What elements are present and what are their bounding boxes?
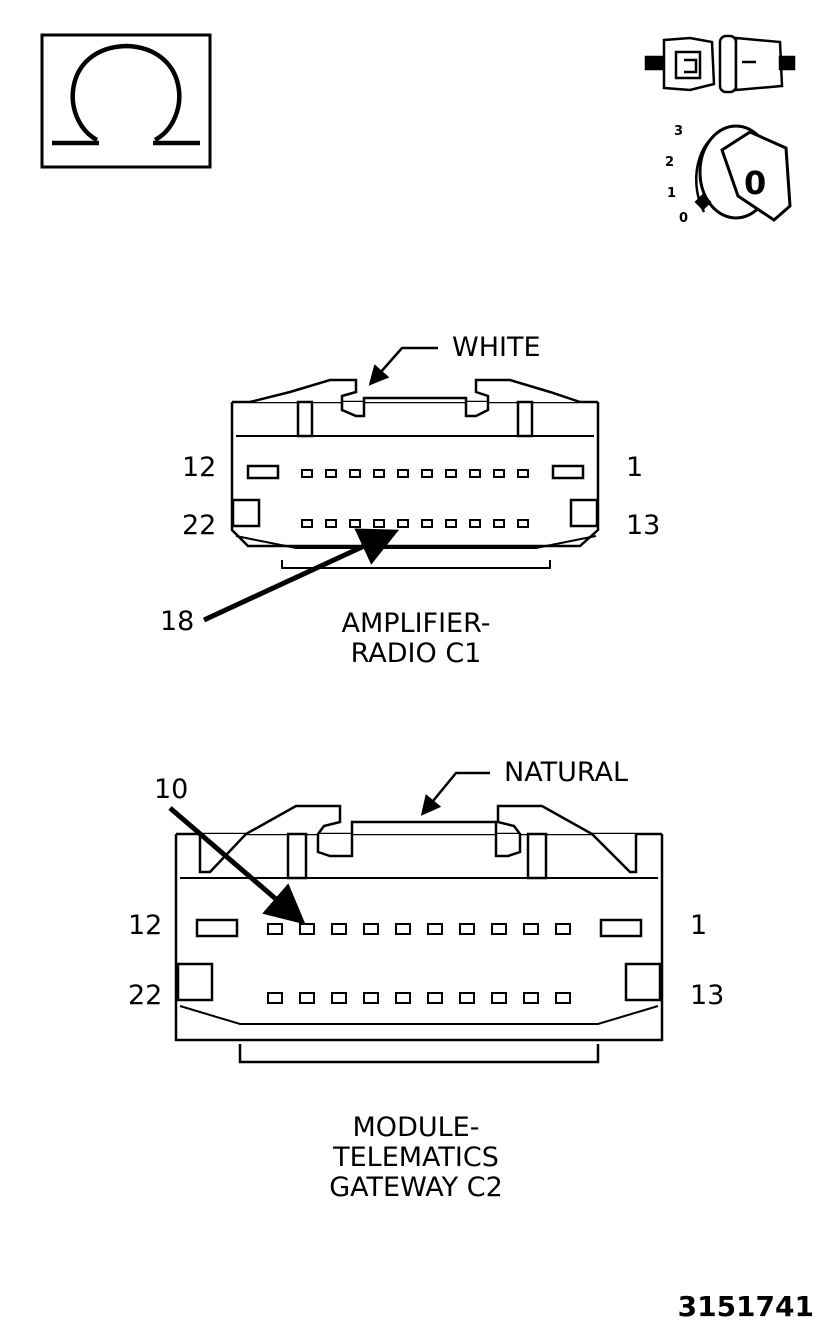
connector-c2-name-line3: GATEWAY C2 bbox=[329, 1172, 503, 1203]
connector-c1-name-line2: RADIO C1 bbox=[351, 638, 482, 669]
connector-c2-bottom-cavities bbox=[267, 992, 571, 1004]
connector-c2-pin-pointer bbox=[168, 806, 306, 925]
connector-c1-color-leader bbox=[368, 346, 438, 386]
connector-c1-pin-12-label: 12 bbox=[182, 452, 216, 483]
connector-c1-name-line1: AMPLIFIER- bbox=[341, 608, 490, 639]
connector-c1-pin-13-label: 13 bbox=[626, 510, 660, 541]
connector-c1-top-cavities bbox=[301, 469, 529, 478]
connector-c2-pin-12-label: 12 bbox=[128, 910, 162, 941]
ignition-switch-icon: 3 2 1 0 0 bbox=[665, 124, 792, 226]
svg-text:3: 3 bbox=[674, 124, 683, 139]
connector-c2-color-leader bbox=[420, 771, 490, 816]
connector-c2-pointer-label: 10 bbox=[154, 774, 188, 805]
svg-text:2: 2 bbox=[665, 155, 674, 170]
connector-c2-top-cavities bbox=[267, 923, 571, 935]
connector-c1-bottom-cavities bbox=[301, 519, 529, 528]
connector-c1-body bbox=[230, 402, 600, 548]
disconnected-connector-icon bbox=[644, 34, 796, 94]
connector-c1 bbox=[202, 346, 600, 623]
connector-c2-pin-22-label: 22 bbox=[128, 980, 162, 1011]
ohmmeter-icon bbox=[40, 33, 212, 169]
connector-c1-pointer-label: 18 bbox=[160, 606, 194, 637]
connector-c1-color-label: WHITE bbox=[452, 332, 541, 363]
connector-c2-body bbox=[174, 834, 664, 1042]
connector-c2-name-line1: MODULE- bbox=[353, 1112, 480, 1143]
connector-c2-pin-13-label: 13 bbox=[690, 980, 724, 1011]
connector-c2-name-line2: TELEMATICS bbox=[332, 1142, 499, 1173]
connector-c2-pin-1-label: 1 bbox=[690, 910, 707, 941]
connector-c1-pin-pointer bbox=[202, 528, 400, 623]
figure-number: 3151741 bbox=[678, 1290, 814, 1323]
connector-c1-pin-1-label: 1 bbox=[626, 452, 643, 483]
connector-c2 bbox=[168, 771, 664, 1064]
svg-text:1: 1 bbox=[667, 186, 676, 201]
svg-text:0: 0 bbox=[744, 164, 766, 202]
connector-c1-pin-22-label: 22 bbox=[182, 510, 216, 541]
connector-c2-color-label: NATURAL bbox=[504, 757, 628, 788]
svg-text:0: 0 bbox=[679, 211, 688, 226]
